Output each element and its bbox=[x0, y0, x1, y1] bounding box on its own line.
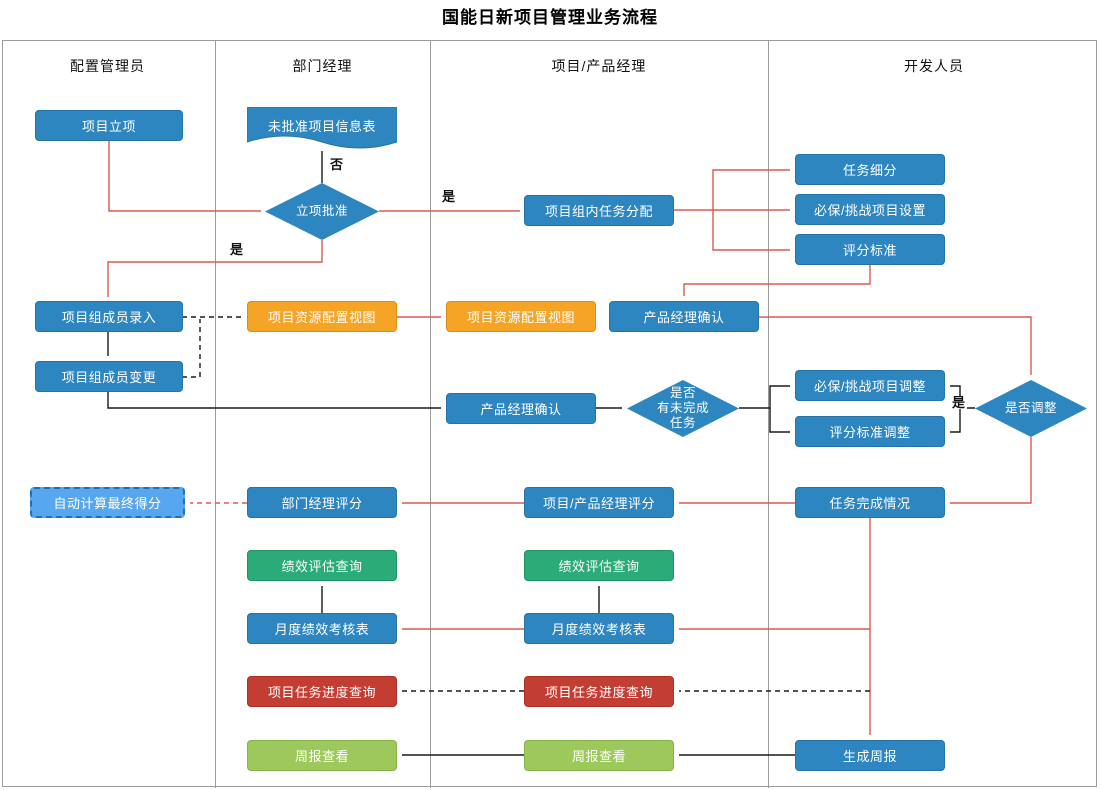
edge-label-approve-down: 是 bbox=[228, 242, 246, 257]
edge-label-reject: 否 bbox=[328, 157, 346, 172]
diagram-frame bbox=[2, 40, 1097, 787]
diagram-title: 国能日新项目管理业务流程 bbox=[442, 8, 658, 27]
document-label: 未批准项目信息表 bbox=[267, 119, 376, 134]
node-task-progress-query-dept: 项目任务进度查询 bbox=[247, 676, 397, 707]
node-perf-eval-query-dept: 绩效评估查询 bbox=[247, 550, 397, 581]
node-weekly-report-view-dept: 周报查看 bbox=[247, 740, 397, 771]
lane-divider-1 bbox=[215, 40, 216, 788]
node-task-breakdown: 任务细分 bbox=[795, 154, 945, 185]
lane-divider-3 bbox=[768, 40, 769, 788]
node-project-initiation: 项目立项 bbox=[35, 110, 183, 141]
node-resource-view-pm: 项目资源配置视图 bbox=[446, 301, 596, 332]
node-weekly-report-view-pm: 周报查看 bbox=[524, 740, 674, 771]
node-must-challenge-setup: 必保/挑战项目设置 bbox=[795, 194, 945, 225]
lane-header-project-product-manager: 项目/产品经理 bbox=[551, 58, 647, 74]
node-pm-score: 项目/产品经理评分 bbox=[524, 487, 674, 518]
lane-header-dept-manager: 部门经理 bbox=[292, 58, 353, 74]
node-monthly-perf-table-dept: 月度绩效考核表 bbox=[247, 613, 397, 644]
node-monthly-perf-table-pm: 月度绩效考核表 bbox=[524, 613, 674, 644]
lane-header-config-admin: 配置管理员 bbox=[70, 58, 145, 74]
node-dept-manager-score: 部门经理评分 bbox=[247, 487, 397, 518]
node-task-progress-query-pm: 项目任务进度查询 bbox=[524, 676, 674, 707]
node-scoring-standard: 评分标准 bbox=[795, 234, 945, 265]
node-must-challenge-adjust: 必保/挑战项目调整 bbox=[795, 370, 945, 401]
node-member-change: 项目组成员变更 bbox=[35, 361, 183, 392]
lane-divider-2 bbox=[430, 40, 431, 788]
node-scoring-standard-adjust: 评分标准调整 bbox=[795, 416, 945, 447]
node-generate-weekly: 生成周报 bbox=[795, 740, 945, 771]
node-perf-eval-query-pm: 绩效评估查询 bbox=[524, 550, 674, 581]
node-task-completion: 任务完成情况 bbox=[795, 487, 945, 518]
document-shape bbox=[246, 106, 398, 149]
node-pm-confirm-2: 产品经理确认 bbox=[446, 393, 596, 424]
edge-label-adjust-yes: 是 bbox=[950, 395, 968, 410]
node-pm-confirm-1: 产品经理确认 bbox=[609, 301, 759, 332]
lane-header-developer: 开发人员 bbox=[904, 58, 964, 74]
node-member-entry: 项目组成员录入 bbox=[35, 301, 183, 332]
node-resource-view-dept: 项目资源配置视图 bbox=[247, 301, 397, 332]
node-auto-final-score: 自动计算最终得分 bbox=[30, 487, 185, 518]
edge-label-approve-right: 是 bbox=[440, 189, 458, 204]
node-unapproved-info-table: 未批准项目信息表 bbox=[246, 106, 398, 152]
node-task-assignment: 项目组内任务分配 bbox=[524, 195, 674, 226]
